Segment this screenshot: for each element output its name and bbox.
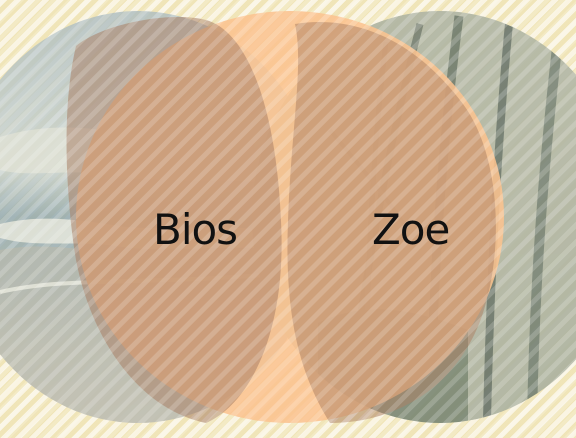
bios-label: Bios	[153, 205, 238, 254]
zoe-label: Zoe	[372, 205, 450, 254]
